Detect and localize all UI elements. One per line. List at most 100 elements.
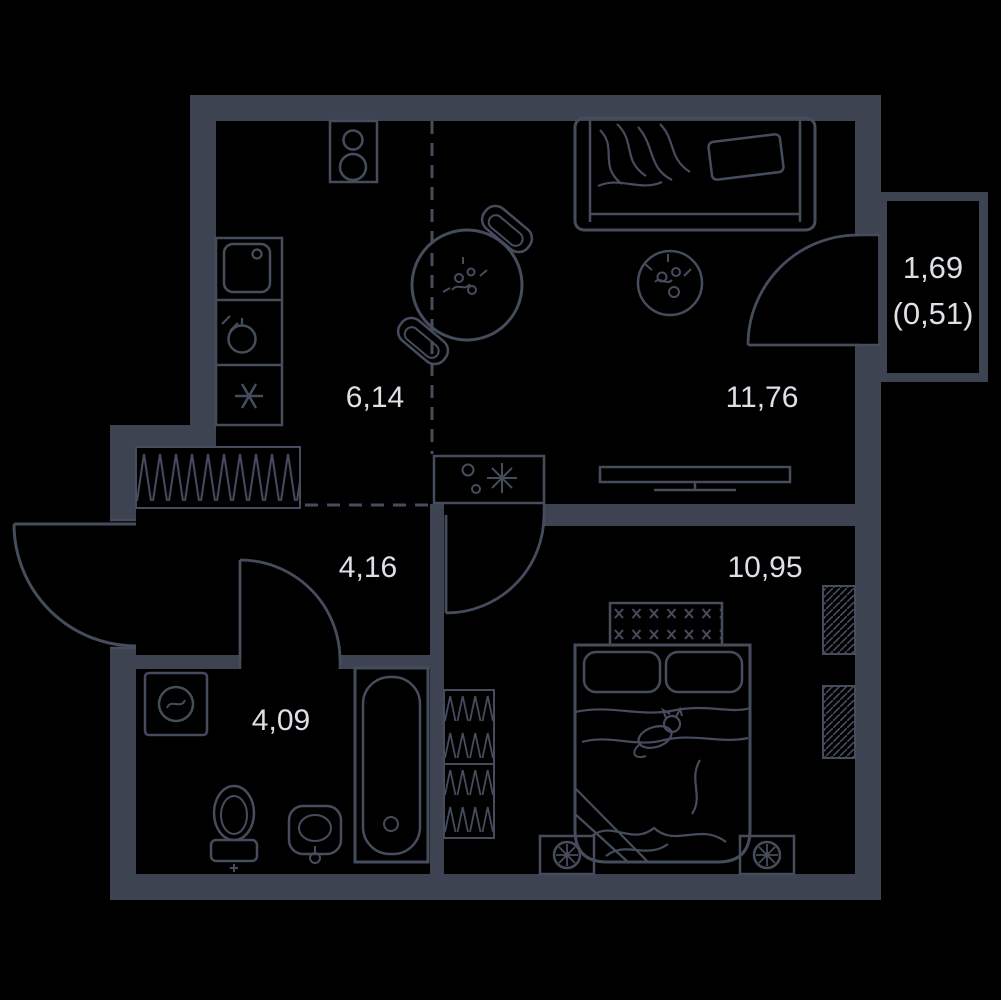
balcony-door-swing — [746, 233, 859, 346]
bathroom-door-swing — [239, 558, 342, 661]
cooktop-burner — [338, 152, 368, 182]
sofa-outline — [573, 116, 817, 232]
tv-screen — [598, 465, 792, 484]
toilet-icon — [209, 784, 259, 872]
nightstand — [538, 834, 596, 876]
counter-dividers — [216, 298, 282, 367]
tub-outline — [353, 666, 430, 864]
sofa-icon — [573, 116, 817, 232]
interior-door-swing — [445, 514, 546, 615]
pillow-icon — [664, 650, 744, 694]
basin-tap — [309, 852, 321, 864]
tub-drain — [383, 816, 399, 832]
plant-detail — [461, 463, 475, 477]
wash-basin-icon — [287, 804, 343, 864]
balcony-walls — [878, 192, 988, 382]
pillow — [707, 133, 785, 181]
area-label-hallway: 4,16 — [339, 551, 397, 584]
basin-inner — [298, 814, 332, 842]
shelf — [432, 454, 546, 505]
balcony-door-icon — [746, 233, 859, 347]
plant-detail — [471, 484, 481, 494]
chair-seat — [480, 204, 534, 254]
toilet-tank — [209, 838, 259, 863]
cooktop-icon — [328, 119, 379, 184]
tv-console-icon — [598, 465, 792, 492]
counter-outline — [214, 236, 284, 427]
plant-table-icon — [636, 249, 704, 317]
interior-door-icon — [444, 514, 546, 615]
headboard-icon — [608, 601, 724, 647]
appliance-marks — [221, 315, 244, 332]
cat-icon — [633, 706, 683, 758]
toilet-bowl — [212, 784, 256, 842]
lamp — [552, 840, 582, 870]
table-top — [410, 228, 524, 342]
blanket-folds — [597, 123, 691, 188]
nightstand-lamp-icon — [538, 834, 596, 876]
plant-icon — [442, 257, 488, 295]
zone-divider-dashed — [305, 121, 434, 507]
area-label-balcony: 1,69 — [903, 250, 963, 285]
toilet-bowl-inner — [220, 795, 248, 835]
sofa-arms-front — [588, 118, 802, 222]
washing-machine-icon — [143, 671, 209, 737]
entrance-door-swing — [12, 523, 137, 648]
pillow-icon — [707, 133, 785, 181]
shelf-plant-icon — [432, 454, 546, 505]
cooktop-burner — [342, 129, 364, 151]
chair-icon — [480, 204, 534, 254]
plant-detail — [466, 267, 476, 277]
blanket-folds — [574, 706, 751, 863]
area-label-bedroom: 10,95 — [727, 551, 802, 584]
wardrobe-icon — [443, 689, 495, 765]
chair-cushion — [487, 214, 524, 247]
plant-table-top — [636, 249, 704, 317]
chair-seat — [396, 316, 450, 366]
kitchen-counter — [214, 236, 284, 427]
door-jambs — [110, 233, 881, 669]
chair-cushion — [403, 326, 440, 359]
nightstand-lamp-icon — [738, 834, 796, 876]
plant-detail — [671, 267, 681, 277]
plant-detail — [487, 463, 517, 493]
sink-faucet — [251, 248, 263, 260]
area-label-balcony-secondary: (0,51) — [893, 296, 974, 331]
refrigerator-snowflake-icon — [235, 383, 263, 409]
wardrobe-icon — [135, 446, 301, 509]
bed-outline — [573, 643, 752, 864]
cat-head — [662, 714, 682, 734]
bathroom-door-icon — [238, 558, 342, 661]
chair-icon — [396, 316, 450, 366]
kitchen-sink-icon — [222, 242, 272, 294]
toilet-flush-mark — [230, 864, 238, 872]
washer-drum — [157, 685, 195, 723]
cooktop-body — [328, 119, 379, 184]
area-label-kitchen: 6,14 — [346, 381, 404, 414]
area-label-bathroom: 4,09 — [252, 704, 310, 737]
lamp-rays — [756, 844, 778, 866]
washer-body — [143, 671, 209, 737]
tv-stand — [654, 482, 736, 492]
tub-inner — [361, 675, 422, 856]
appliance-icon — [221, 315, 257, 354]
dining-table-icon — [410, 228, 524, 342]
area-label-living-room: 11,76 — [726, 381, 799, 414]
pillow-icon — [582, 650, 662, 694]
bed-icon — [573, 643, 752, 864]
radiator-icon — [822, 585, 856, 655]
nightstand — [738, 834, 796, 876]
bathtub-icon — [353, 666, 430, 864]
washer-detail — [166, 699, 186, 709]
cat-body — [637, 725, 673, 749]
lamp-rays — [556, 844, 578, 866]
entrance-door-icon — [12, 522, 137, 648]
cat-ears-tail — [633, 706, 683, 758]
plant-detail — [442, 257, 488, 293]
lamp — [752, 840, 782, 870]
plant-detail — [454, 273, 464, 283]
sink-bowl — [222, 242, 272, 294]
wardrobe-icon — [443, 763, 495, 839]
